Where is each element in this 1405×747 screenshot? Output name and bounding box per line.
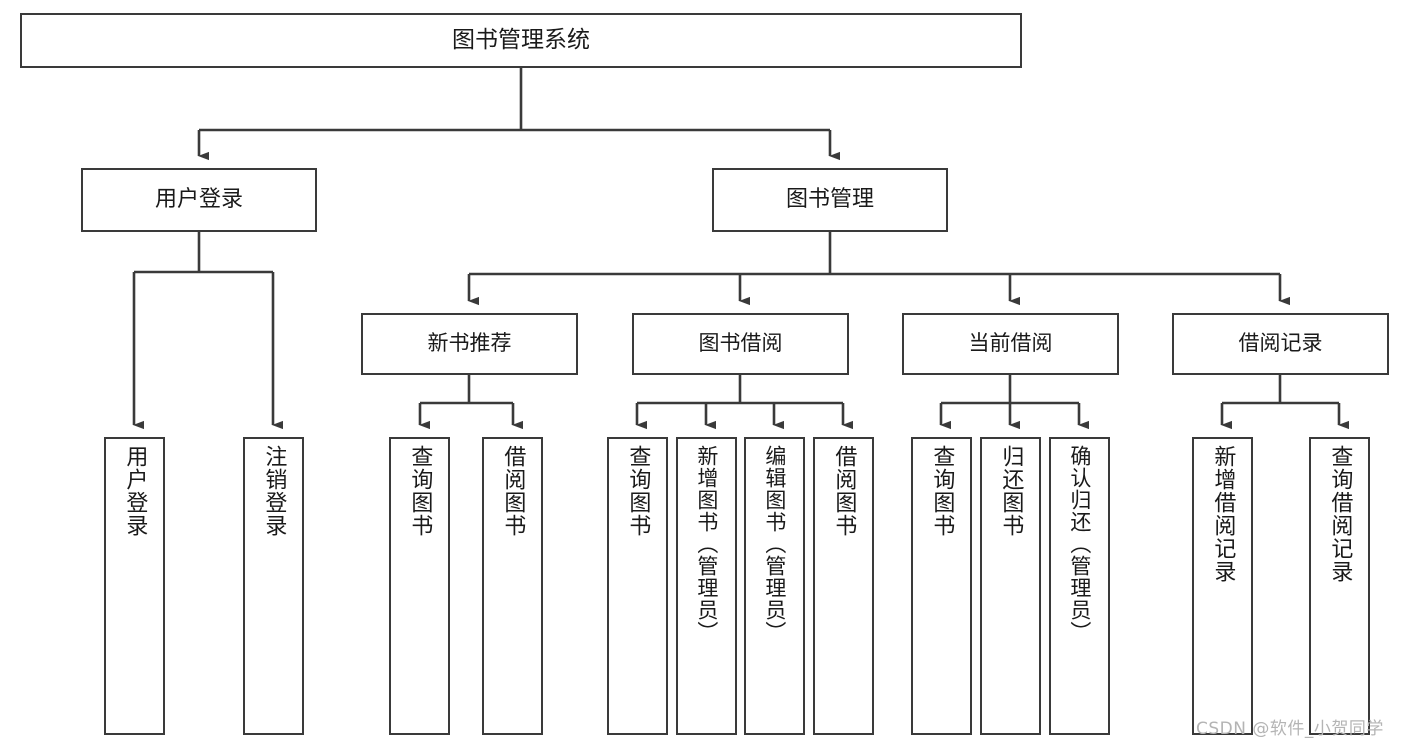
leaf-book-borrow-edit-admin[interactable]: 编辑图书（管理员） (744, 437, 805, 735)
leaf-book-borrow-borrow[interactable]: 借阅图书 (813, 437, 874, 735)
node-new-book-recommend[interactable]: 新书推荐 (361, 313, 578, 375)
leaf-user-login-login[interactable]: 用户登录 (104, 437, 165, 735)
csdn-watermark: CSDN @软件_小贺同学 (1196, 719, 1384, 739)
node-label: 借阅记录 (1238, 331, 1323, 356)
node-label: 借阅图书 (831, 445, 857, 537)
leaf-borrow-record-add[interactable]: 新增借阅记录 (1192, 437, 1253, 735)
leaf-current-borrow-return[interactable]: 归还图书 (980, 437, 1041, 735)
leaf-new-book-query[interactable]: 查询图书 (389, 437, 450, 735)
node-book-borrow[interactable]: 图书借阅 (632, 313, 849, 375)
leaf-current-borrow-query[interactable]: 查询图书 (911, 437, 972, 735)
node-label: 图书管理 (785, 186, 874, 212)
node-current-borrow[interactable]: 当前借阅 (902, 313, 1119, 375)
leaf-book-borrow-query[interactable]: 查询图书 (607, 437, 668, 735)
node-label: 图书借阅 (698, 331, 783, 356)
leaf-book-borrow-add-admin[interactable]: 新增图书（管理员） (676, 437, 737, 735)
leaf-new-book-borrow[interactable]: 借阅图书 (482, 437, 543, 735)
node-user-login[interactable]: 用户登录 (81, 168, 317, 232)
node-borrow-record[interactable]: 借阅记录 (1172, 313, 1389, 375)
node-label: 编辑图书（管理员） (762, 445, 787, 643)
node-label: 查询图书 (407, 445, 433, 537)
leaf-user-login-logout[interactable]: 注销登录 (243, 437, 304, 735)
node-label: 图书管理系统 (452, 27, 590, 54)
node-label: 查询图书 (929, 445, 955, 537)
node-label: 用户登录 (122, 445, 148, 537)
leaf-borrow-record-query[interactable]: 查询借阅记录 (1309, 437, 1370, 735)
node-label: 归还图书 (998, 445, 1024, 537)
node-label: 注销登录 (261, 445, 287, 537)
node-label: 查询图书 (625, 445, 651, 537)
node-label: 当前借阅 (968, 331, 1053, 356)
node-book-management[interactable]: 图书管理 (712, 168, 948, 232)
node-label: 用户登录 (154, 186, 243, 212)
node-label: 查询借阅记录 (1327, 445, 1353, 583)
node-label: 新书推荐 (427, 331, 512, 356)
leaf-current-borrow-confirm-return-admin[interactable]: 确认归还（管理员） (1049, 437, 1110, 735)
node-label: 借阅图书 (500, 445, 526, 537)
node-label: 新增借阅记录 (1210, 445, 1236, 583)
node-root-book-management-system[interactable]: 图书管理系统 (20, 13, 1022, 68)
node-label: 确认归还（管理员） (1067, 445, 1092, 643)
node-label: 新增图书（管理员） (694, 445, 719, 643)
